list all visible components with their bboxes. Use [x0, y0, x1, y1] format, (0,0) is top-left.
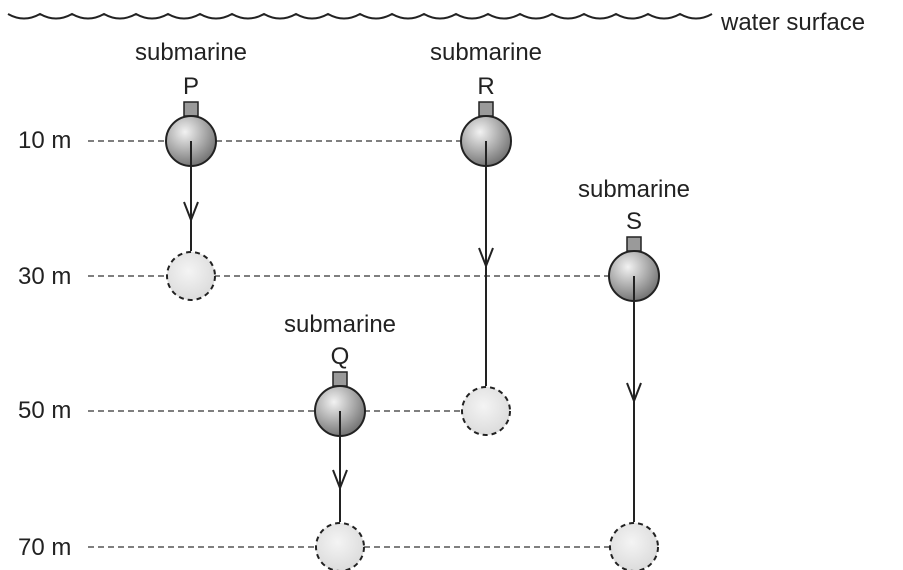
depth-label-10m: 10 m: [18, 127, 71, 154]
submarine-r-caption: submarine: [430, 39, 542, 66]
submarine-p-letter: P: [183, 73, 199, 100]
water-surface-label: water surface: [720, 9, 865, 36]
water-surface-waves: [7, 12, 713, 20]
submarine-r-arrowhead: [478, 247, 494, 269]
submarine-q: submarine Q: [284, 311, 396, 570]
submarine-r-final-position: [461, 386, 511, 436]
submarine-s-tower: [626, 236, 642, 252]
depth-label-30m: 30 m: [18, 263, 71, 290]
submarine-s-arrowhead: [626, 382, 642, 404]
submarine-p-caption: submarine: [135, 39, 247, 66]
submarine-r-tower: [478, 101, 494, 117]
depth-label-70m: 70 m: [18, 534, 71, 561]
submarine-r: submarine R: [430, 39, 542, 436]
submarine-s-letter: S: [626, 208, 642, 235]
submarine-q-letter: Q: [331, 343, 350, 370]
submarine-q-final-position: [315, 522, 365, 570]
depth-label-50m: 50 m: [18, 397, 71, 424]
submarine-q-tower: [332, 371, 348, 387]
submarine-s-caption: submarine: [578, 176, 690, 203]
submarine-q-caption: submarine: [284, 311, 396, 338]
submarine-p-final-position: [166, 251, 216, 301]
submarine-q-arrowhead: [332, 469, 348, 491]
submarine-p-arrowhead: [183, 201, 199, 223]
submarine-s: submarine S: [578, 176, 690, 570]
submarine-p-tower: [183, 101, 199, 117]
submarine-s-final-position: [609, 522, 659, 570]
submarine-p: submarine P: [135, 39, 247, 301]
submarine-r-letter: R: [477, 73, 494, 100]
